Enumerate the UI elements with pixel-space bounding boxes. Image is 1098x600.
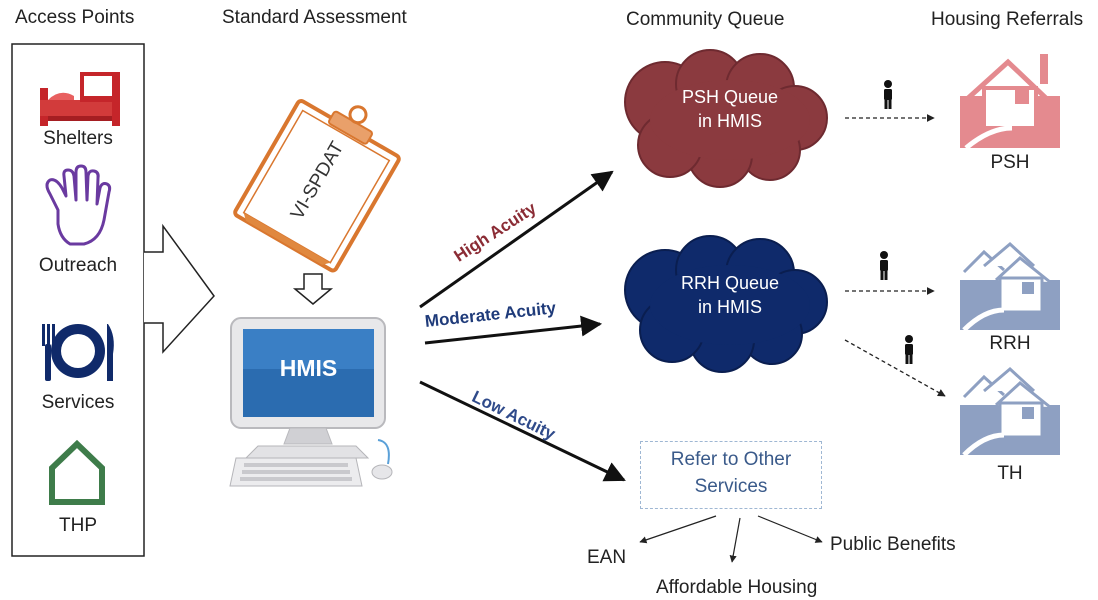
access-point-label-thp: THP: [59, 515, 97, 536]
psh-queue-label: PSH Queue in HMIS: [660, 85, 800, 133]
access-point-label-shelters: Shelters: [43, 128, 113, 149]
refer-to-other-services-box: Refer to Other Services: [640, 441, 822, 509]
rrh-referral-label: RRH: [989, 333, 1031, 354]
bed-icon: [40, 72, 120, 126]
th-referral-arrow: [844, 339, 946, 397]
rrh-queue-cloud: [624, 235, 828, 373]
psh-house-icon: [960, 54, 1060, 150]
psh-queue-line1: PSH Queue: [681, 87, 779, 107]
refer-line1: Refer to Other: [670, 449, 792, 470]
ean-label: EAN: [587, 547, 627, 568]
rrh-queue-label: RRH Queue in HMIS: [660, 271, 800, 319]
public-benefits-arrow: [757, 515, 823, 543]
rrh-house-icon: [960, 242, 1060, 332]
th-referral-label: TH: [997, 463, 1023, 484]
person-icon: [905, 335, 913, 364]
low-acuity-arrow: [419, 380, 626, 482]
access-to-hmis-arrow: [144, 223, 215, 354]
house-outline-icon: [49, 439, 105, 505]
psh-queue-cloud: [624, 49, 828, 188]
psh-queue-line2: in HMIS: [697, 111, 762, 131]
plate-icon: [42, 324, 114, 381]
clipboard-icon: [233, 99, 401, 273]
header-community-queue: Community Queue: [626, 9, 785, 30]
header-standard-assessment: Standard Assessment: [222, 7, 407, 28]
header-access-points: Access Points: [15, 7, 135, 28]
header-housing-referrals: Housing Referrals: [931, 9, 1084, 30]
th-house-icon: [960, 367, 1060, 457]
refer-line2: Services: [694, 476, 768, 497]
rrh-queue-line2: in HMIS: [697, 297, 762, 317]
clipboard-to-hmis-arrow: [292, 273, 334, 305]
computer-icon: [229, 317, 393, 487]
hand-icon: [45, 164, 112, 246]
person-icon: [880, 251, 888, 280]
affordable-housing-arrow: [729, 517, 741, 563]
ean-arrow: [639, 515, 717, 544]
psh-referral-label: PSH: [990, 152, 1030, 173]
affordable-housing-label: Affordable Housing: [656, 577, 818, 598]
person-icon: [884, 80, 892, 109]
high-acuity-arrow: [419, 170, 614, 309]
rrh-queue-line1: RRH Queue: [680, 273, 780, 293]
hmis-label: HMIS: [279, 355, 338, 381]
moderate-acuity-arrow: [424, 315, 603, 345]
access-point-label-services: Services: [41, 392, 115, 413]
access-point-label-outreach: Outreach: [38, 255, 118, 276]
public-benefits-label: Public Benefits: [830, 534, 956, 555]
